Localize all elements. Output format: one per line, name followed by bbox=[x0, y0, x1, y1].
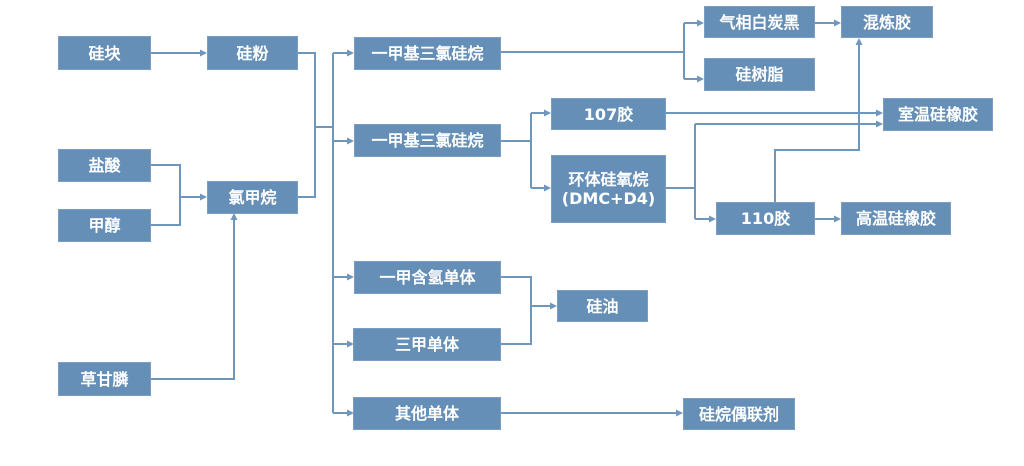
node-chloromethane: 氯甲烷 bbox=[207, 181, 298, 214]
node-silicon-powder: 硅粉 bbox=[207, 36, 298, 70]
node-other-monomers: 其他单体 bbox=[353, 397, 501, 430]
node-methyltrichlorosilane-1: 一甲基三氯硅烷 bbox=[354, 37, 501, 70]
arrowhead bbox=[544, 109, 551, 117]
arrowhead bbox=[347, 273, 354, 281]
edge-mtcs1-to-silica-resin bbox=[501, 22, 698, 80]
node-htv-silicone-rubber: 高温硅橡胶 bbox=[841, 202, 951, 235]
node-glue-107: 107胶 bbox=[551, 98, 666, 130]
edge-cyclo-to-rtv-110 bbox=[666, 123, 877, 220]
arrowhead bbox=[544, 184, 551, 192]
bus-branches bbox=[333, 52, 348, 414]
node-silicon-block: 硅块 bbox=[58, 36, 151, 70]
node-silane-coupling-agent: 硅烷偶联剂 bbox=[683, 398, 795, 430]
node-mixed-rubber: 混炼胶 bbox=[841, 6, 933, 38]
node-silicone-oil: 硅油 bbox=[557, 290, 648, 322]
arrowhead bbox=[834, 215, 841, 223]
arrowhead bbox=[834, 19, 841, 27]
node-methanol: 甲醇 bbox=[58, 209, 151, 242]
arrowhead bbox=[230, 213, 238, 220]
edge-glyphosate-to-chloromethane bbox=[151, 219, 235, 380]
edge-110-to-mixed-rubber bbox=[774, 44, 860, 202]
arrowhead bbox=[347, 409, 354, 417]
arrowhead bbox=[709, 215, 716, 223]
arrowhead bbox=[876, 109, 883, 117]
node-glyphosate: 草甘膦 bbox=[58, 362, 151, 396]
node-glue-110: 110胶 bbox=[716, 202, 815, 235]
node-trimethyl-monomer: 三甲单体 bbox=[353, 328, 501, 361]
edge-merge-to-bus bbox=[298, 52, 333, 198]
edge-hcl-methanol-to-chloromethane bbox=[151, 164, 201, 226]
node-hydrochloric-acid: 盐酸 bbox=[58, 149, 151, 182]
arrowhead bbox=[697, 75, 704, 83]
arrowhead bbox=[550, 302, 557, 310]
node-cyclosiloxane: 环体硅氧烷 (DMC+D4) bbox=[551, 155, 666, 223]
arrowhead bbox=[876, 120, 883, 128]
arrowhead bbox=[347, 137, 354, 145]
arrowhead bbox=[200, 193, 207, 201]
arrowhead bbox=[347, 340, 354, 348]
node-rtv-silicone-rubber: 室温硅橡胶 bbox=[883, 98, 993, 131]
arrowhead bbox=[855, 38, 863, 45]
arrowhead bbox=[697, 19, 704, 27]
node-methylhydrogen-monomer: 一甲含氢单体 bbox=[354, 261, 501, 294]
node-methyltrichlorosilane-2: 一甲基三氯硅烷 bbox=[354, 124, 501, 157]
node-fumed-silica: 气相白炭黑 bbox=[704, 6, 815, 38]
edge-monomers-to-silicone-oil bbox=[501, 276, 551, 345]
arrowhead bbox=[676, 409, 683, 417]
arrowhead bbox=[200, 49, 207, 57]
edge-mtcs2-to-107-cyclo bbox=[501, 112, 545, 189]
arrowhead bbox=[347, 49, 354, 57]
node-silicone-resin: 硅树脂 bbox=[704, 58, 815, 91]
